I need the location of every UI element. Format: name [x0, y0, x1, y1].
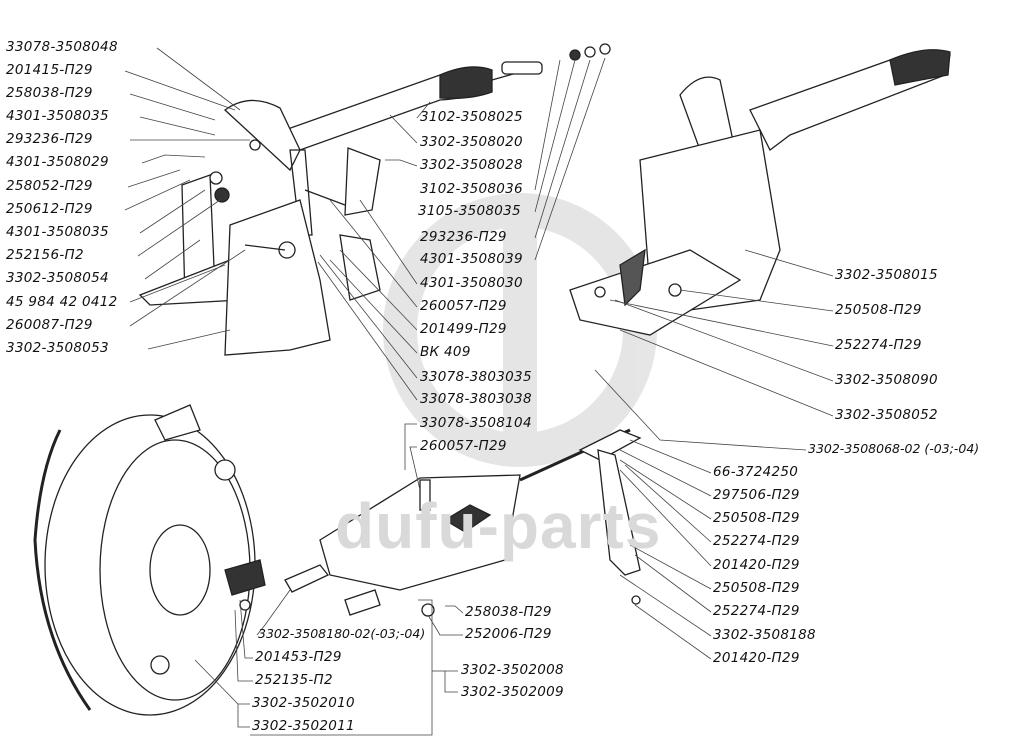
part-label: 3302-3508052 [835, 407, 938, 423]
part-label: 258038-П29 [6, 85, 93, 101]
right-handbrake-lever [569, 49, 951, 336]
part-label: 3302-3508020 [420, 134, 523, 150]
part-label: 4301-3508035 [6, 224, 109, 240]
part-label: 252274-П29 [835, 337, 922, 353]
part-label: 201420-П29 [713, 650, 800, 666]
part-label: 4301-3508030 [420, 275, 523, 291]
part-label: 201420-П29 [713, 557, 800, 573]
part-label: 252156-П2 [6, 247, 84, 263]
part-label: 258052-П29 [6, 178, 93, 194]
brake-backing-plate [33, 404, 266, 716]
part-label: 252006-П29 [465, 626, 552, 642]
part-label: 3302-3508054 [6, 270, 109, 286]
part-label: 252135-П2 [255, 672, 333, 688]
part-label: 252274-П29 [713, 603, 800, 619]
part-label: 258038-П29 [465, 604, 552, 620]
part-label: 250508-П29 [713, 580, 800, 596]
part-label: 3302-3508090 [835, 372, 938, 388]
part-label: 252274-П29 [713, 533, 800, 549]
part-label: 250508-П29 [713, 510, 800, 526]
part-label: 33078-3803035 [420, 369, 532, 385]
part-label: 33078-3803038 [420, 391, 532, 407]
part-label: 250612-П29 [6, 201, 93, 217]
part-label: 3105-3508035 [418, 203, 521, 219]
part-label: 4301-3508029 [6, 154, 109, 170]
part-label: 3302-3508028 [420, 157, 523, 173]
part-label: 3102-3508036 [420, 181, 523, 197]
part-label: 260087-П29 [6, 317, 93, 333]
part-label: 33078-3508104 [420, 415, 532, 431]
part-label: 297506-П29 [713, 487, 800, 503]
part-label: 4301-3508039 [420, 251, 523, 267]
part-label: 3302-3508053 [6, 340, 109, 356]
part-label: 4301-3508035 [6, 108, 109, 124]
part-label: 293236-П29 [6, 131, 93, 147]
part-label: 3302-3502011 [252, 718, 355, 734]
leader-lines [124, 47, 834, 736]
part-label: 201415-П29 [6, 62, 93, 78]
part-label: 3302-3502008 [461, 662, 564, 678]
left-handbrake-lever [138, 43, 611, 356]
part-label: 3302-3502009 [461, 684, 564, 700]
part-label: 293236-П29 [420, 229, 507, 245]
part-label: 3302-3502010 [252, 695, 355, 711]
part-label: 66-3724250 [713, 464, 799, 480]
part-label: 3302-3508015 [835, 267, 938, 283]
part-label: 260057-П29 [420, 438, 507, 454]
part-label: 201499-П29 [420, 321, 507, 337]
part-label: 45 984 42 0412 [6, 294, 118, 310]
part-label: 33078-3508048 [6, 39, 118, 55]
part-label: 250508-П29 [835, 302, 922, 318]
part-label: 260057-П29 [420, 298, 507, 314]
part-label: 3102-3508025 [420, 109, 523, 125]
cable-equalizer [284, 428, 642, 617]
part-label: 3302-3508188 [713, 627, 816, 643]
part-label: 201453-П29 [255, 649, 342, 665]
part-label: ВК 409 [420, 344, 471, 360]
cable-label: 3302-3508068-02 (-03;-04) [808, 441, 980, 456]
part-label: 3302-3508180-02(-03;-04) [258, 626, 426, 641]
